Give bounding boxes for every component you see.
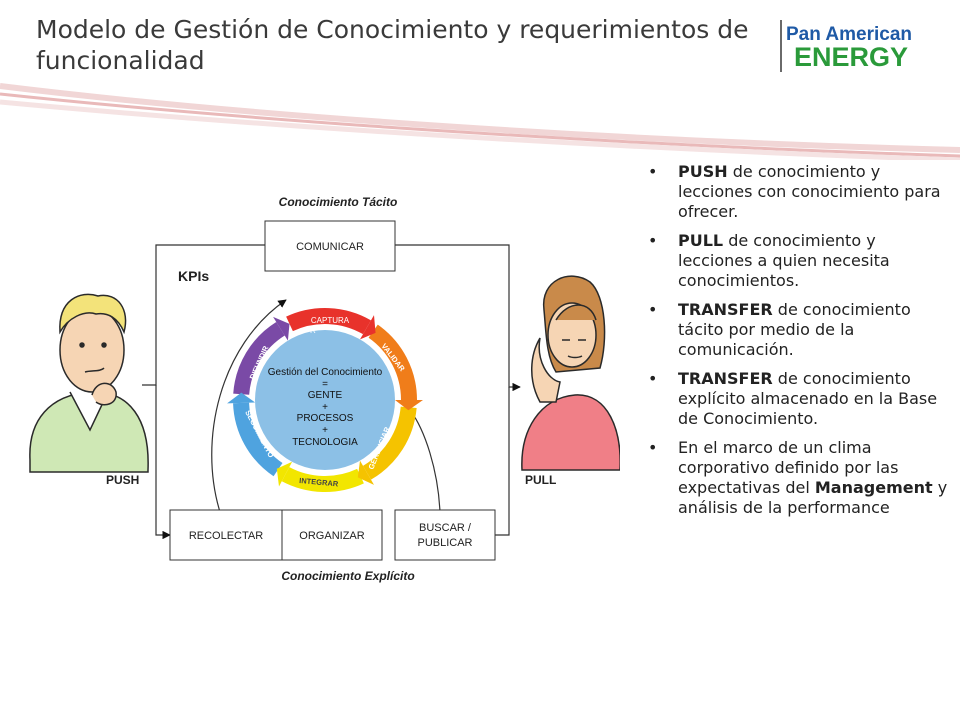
capturar-segment — [286, 308, 371, 335]
capturar-arrowhead — [360, 315, 376, 340]
seguimiento-segment — [233, 402, 283, 477]
bullet-item: •En el marco de un clima corporativo def… — [648, 438, 948, 517]
center-circle — [255, 330, 395, 470]
difundir-arrowhead — [273, 316, 290, 341]
svg-text:=: = — [322, 379, 328, 390]
bullet-item: •PUSH de conocimiento y lecciones con co… — [648, 162, 941, 221]
capturar-label-2: R — [310, 326, 316, 335]
svg-text:TECNOLOGIA: TECNOLOGIA — [292, 437, 358, 448]
capturar-label: CAPTURA — [311, 316, 350, 325]
tacit-knowledge-label: Conocimiento Tácito — [279, 195, 398, 209]
svg-text:+: + — [322, 402, 328, 413]
bullet-item: •TRANSFER de conocimiento tácito por med… — [648, 300, 911, 359]
gerenciar-segment — [362, 406, 417, 480]
kpis-label: KPIs — [178, 268, 209, 284]
seguimiento-arrowhead — [227, 392, 256, 404]
svg-text:BUSCAR /: BUSCAR / — [419, 522, 472, 534]
center-text: Gestión del Conocimiento = GENTE + PROCE… — [268, 367, 383, 448]
difundir-segment — [233, 321, 285, 395]
km-cycle: CAPTURA R VALIDAR GERENCIAR INTEGRAR SEG… — [227, 308, 423, 492]
explicit-knowledge-label: Conocimiento Explícito — [281, 569, 414, 583]
km-diagram: COMUNICAR RECOLECTAR ORGANIZAR BUSCAR / … — [29, 195, 620, 583]
bullet-item: •TRANSFER de conocimiento explícito alma… — [648, 369, 938, 428]
push-label: PUSH — [106, 473, 139, 487]
organizar-box: ORGANIZAR — [281, 509, 383, 561]
svg-text:PUBLICAR: PUBLICAR — [417, 537, 472, 549]
integrar-label: INTEGRAR — [299, 476, 339, 488]
svg-text:GENTE: GENTE — [308, 390, 343, 401]
man-illustration — [29, 293, 149, 473]
validar-arrowhead — [395, 400, 423, 411]
svg-text:PROCESOS: PROCESOS — [297, 413, 354, 424]
bullet-item: •PULL de conocimiento y lecciones a quie… — [648, 231, 890, 290]
pull-label: PULL — [525, 473, 556, 487]
integrar-arrowhead — [276, 461, 293, 487]
company-logo: Pan American ENERGY — [780, 20, 912, 72]
recolectar-box: RECOLECTAR — [169, 509, 283, 561]
svg-text:Gestión del Conocimiento: Gestión del Conocimiento — [268, 367, 383, 378]
logo-line1: Pan American — [786, 24, 912, 45]
svg-text:RECOLECTAR: RECOLECTAR — [189, 530, 263, 542]
woman-illustration — [521, 275, 620, 471]
svg-text:+: + — [322, 425, 328, 436]
slide-title: Modelo de Gestión de Conocimiento y requ… — [36, 15, 749, 75]
logo-line2: ENERGY — [794, 42, 908, 72]
comunicar-box: COMUNICAR — [264, 220, 396, 272]
header-swoosh — [0, 83, 960, 160]
svg-text:ORGANIZAR: ORGANIZAR — [299, 530, 364, 542]
validar-segment — [368, 324, 417, 401]
svg-text:COMUNICAR: COMUNICAR — [296, 241, 364, 253]
buscar-publicar-box: BUSCAR / PUBLICAR — [394, 509, 496, 561]
integrar-segment — [281, 466, 364, 492]
bullet-list: •PUSH de conocimiento y lecciones con co… — [648, 162, 954, 527]
gerenciar-arrowhead — [357, 460, 374, 485]
